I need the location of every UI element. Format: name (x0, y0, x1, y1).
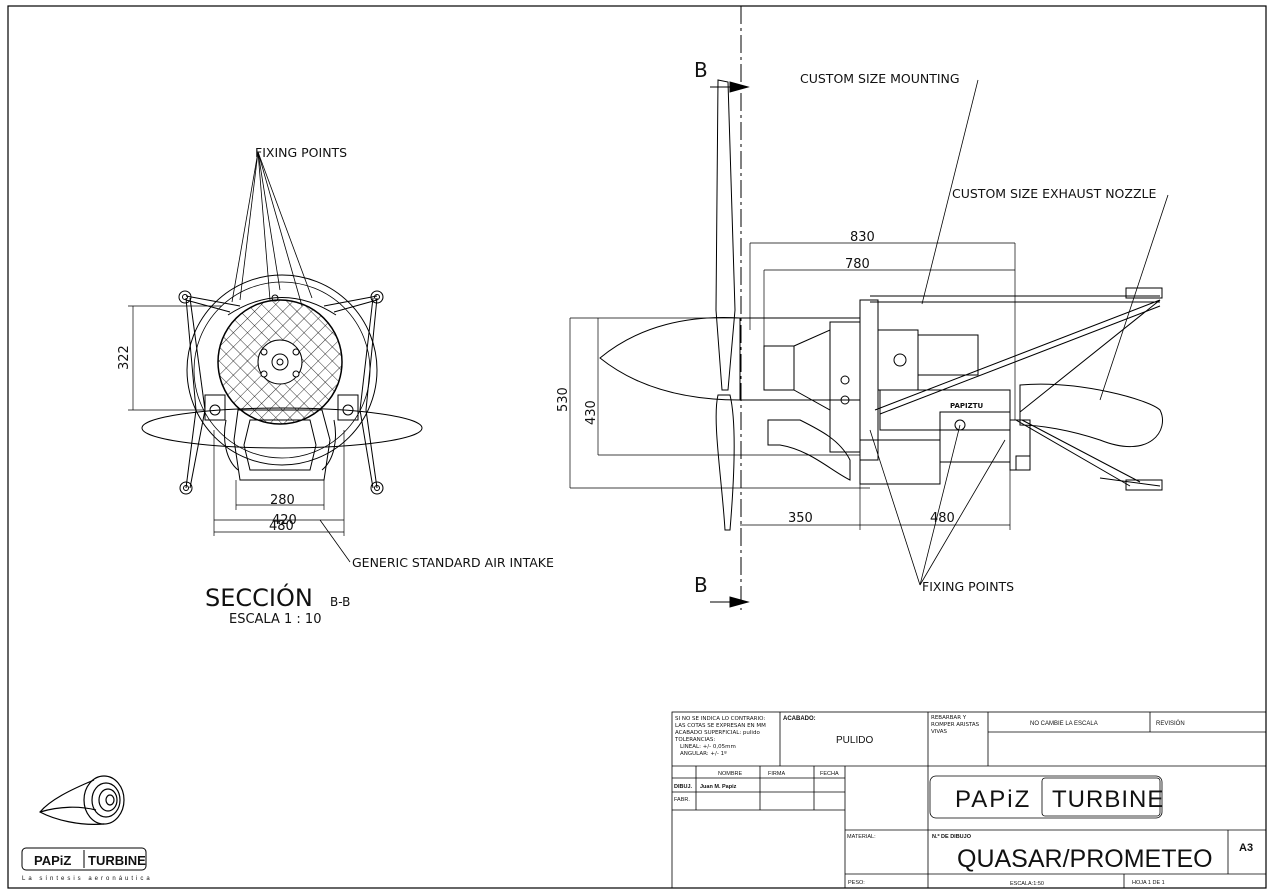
sheet-size: A3 (1239, 842, 1253, 854)
acabado-value: PULIDO (836, 735, 873, 746)
dim-horizontal-left (213, 430, 345, 536)
svg-text:TOLERANCIAS:: TOLERANCIAS: (674, 737, 715, 743)
svg-text:ANGULAR: +/- 1º: ANGULAR: +/- 1º (680, 750, 727, 757)
air-intake-label: GENERIC STANDARD AIR INTAKE (352, 555, 554, 570)
fixing-points-label-left: FIXING POINTS (255, 145, 347, 160)
section-title-suffix: B-B (330, 595, 350, 609)
drawing-no-label: N.º DE DIBUJO (932, 834, 972, 840)
acabado-label: ACABADO: (783, 716, 816, 722)
section-scale: ESCALA 1 : 10 (229, 612, 321, 627)
escala-label: ESCALA:1:50 (1010, 881, 1044, 887)
no-cambie-escala: NO CAMBIE LA ESCALA (1030, 721, 1098, 727)
rebarbar-note: REBARBAR Y ROMPER ARISTAS VIVAS (931, 715, 980, 735)
fixing-points-label-right: FIXING POINTS (922, 579, 1014, 594)
dim-350-label: 350 (788, 511, 813, 526)
sheet-border (7, 5, 1267, 889)
hoja-label: HOJA 1 DE 1 (1132, 880, 1165, 886)
section-title: SECCIÓN (205, 582, 313, 612)
section-line-b-b (710, 6, 750, 610)
dim-430-label: 430 (584, 400, 599, 425)
svg-text:ACABADO SUPERFICIAL: pulido: ACABADO SUPERFICIAL: pulido (675, 730, 760, 736)
svg-text:VIVAS: VIVAS (931, 729, 948, 735)
col-firma: FIRMA (768, 771, 785, 777)
svg-text:REBARBAR Y: REBARBAR Y (931, 715, 967, 721)
svg-text:LINEAL: +/- 0,05mm: LINEAL: +/- 0,05mm (680, 744, 736, 750)
brand-tagline: La síntesis aeronáutica (22, 876, 153, 882)
title-block (671, 711, 1267, 889)
svg-text:SI NO SE INDICA LO CONTRARIO:: SI NO SE INDICA LO CONTRARIO: (675, 716, 765, 722)
custom-exhaust-label: CUSTOM SIZE EXHAUST NOZZLE (952, 186, 1156, 201)
section-marker-top: B (694, 58, 708, 82)
author-name: Juan M. Papiz (700, 784, 737, 790)
dim-780-label: 780 (845, 257, 870, 272)
peso-label: PESO: (848, 880, 865, 886)
dim-480-right-label: 480 (930, 511, 955, 526)
dim-280-label: 280 (270, 493, 295, 508)
drawing-name: QUASAR/PROMETEO (957, 845, 1213, 873)
dim-830-label: 830 (850, 230, 875, 245)
row-dibuj: DIBUJ. (674, 784, 693, 790)
dim-322 (128, 305, 222, 411)
brand-logo-left: PAPiZ (34, 853, 71, 868)
title-logo-right: TURBINE (1052, 786, 1164, 813)
fixing-points-leaders-left (231, 151, 313, 307)
dim-322-label: 322 (117, 345, 132, 370)
dim-530-label: 530 (556, 387, 571, 412)
material-label: MATERIAL: (847, 834, 876, 840)
dim-480-left-label: 480 (269, 519, 294, 534)
section-marker-bottom: B (694, 573, 708, 597)
svg-text:ROMPER ARISTAS: ROMPER ARISTAS (931, 722, 980, 728)
dims-right (569, 242, 1016, 530)
engine-side-view (599, 79, 1163, 531)
col-fecha: FECHA (820, 771, 839, 777)
title-block-notes: SI NO SE INDICA LO CONTRARIO: LAS COTAS … (674, 716, 766, 757)
revision-label: REVISIÓN (1156, 720, 1185, 727)
col-nombre: NOMBRE (718, 771, 742, 777)
custom-mounting-label: CUSTOM SIZE MOUNTING (800, 71, 960, 86)
brand-logo-right: TURBINE (88, 853, 146, 868)
leaders-right (869, 79, 1169, 586)
brand-badge (21, 847, 147, 871)
engine-badge: PAPIZTU (950, 402, 983, 410)
brand-swirl-logo (39, 775, 125, 825)
row-fabr: FABR. (674, 797, 690, 803)
section-view-b-b (141, 274, 423, 495)
dim-420-label: 420 (272, 513, 297, 528)
title-logo-left: PAPiZ (955, 786, 1031, 813)
svg-text:LAS COTAS SE EXPRESAN EN MM: LAS COTAS SE EXPRESAN EN MM (675, 723, 766, 729)
